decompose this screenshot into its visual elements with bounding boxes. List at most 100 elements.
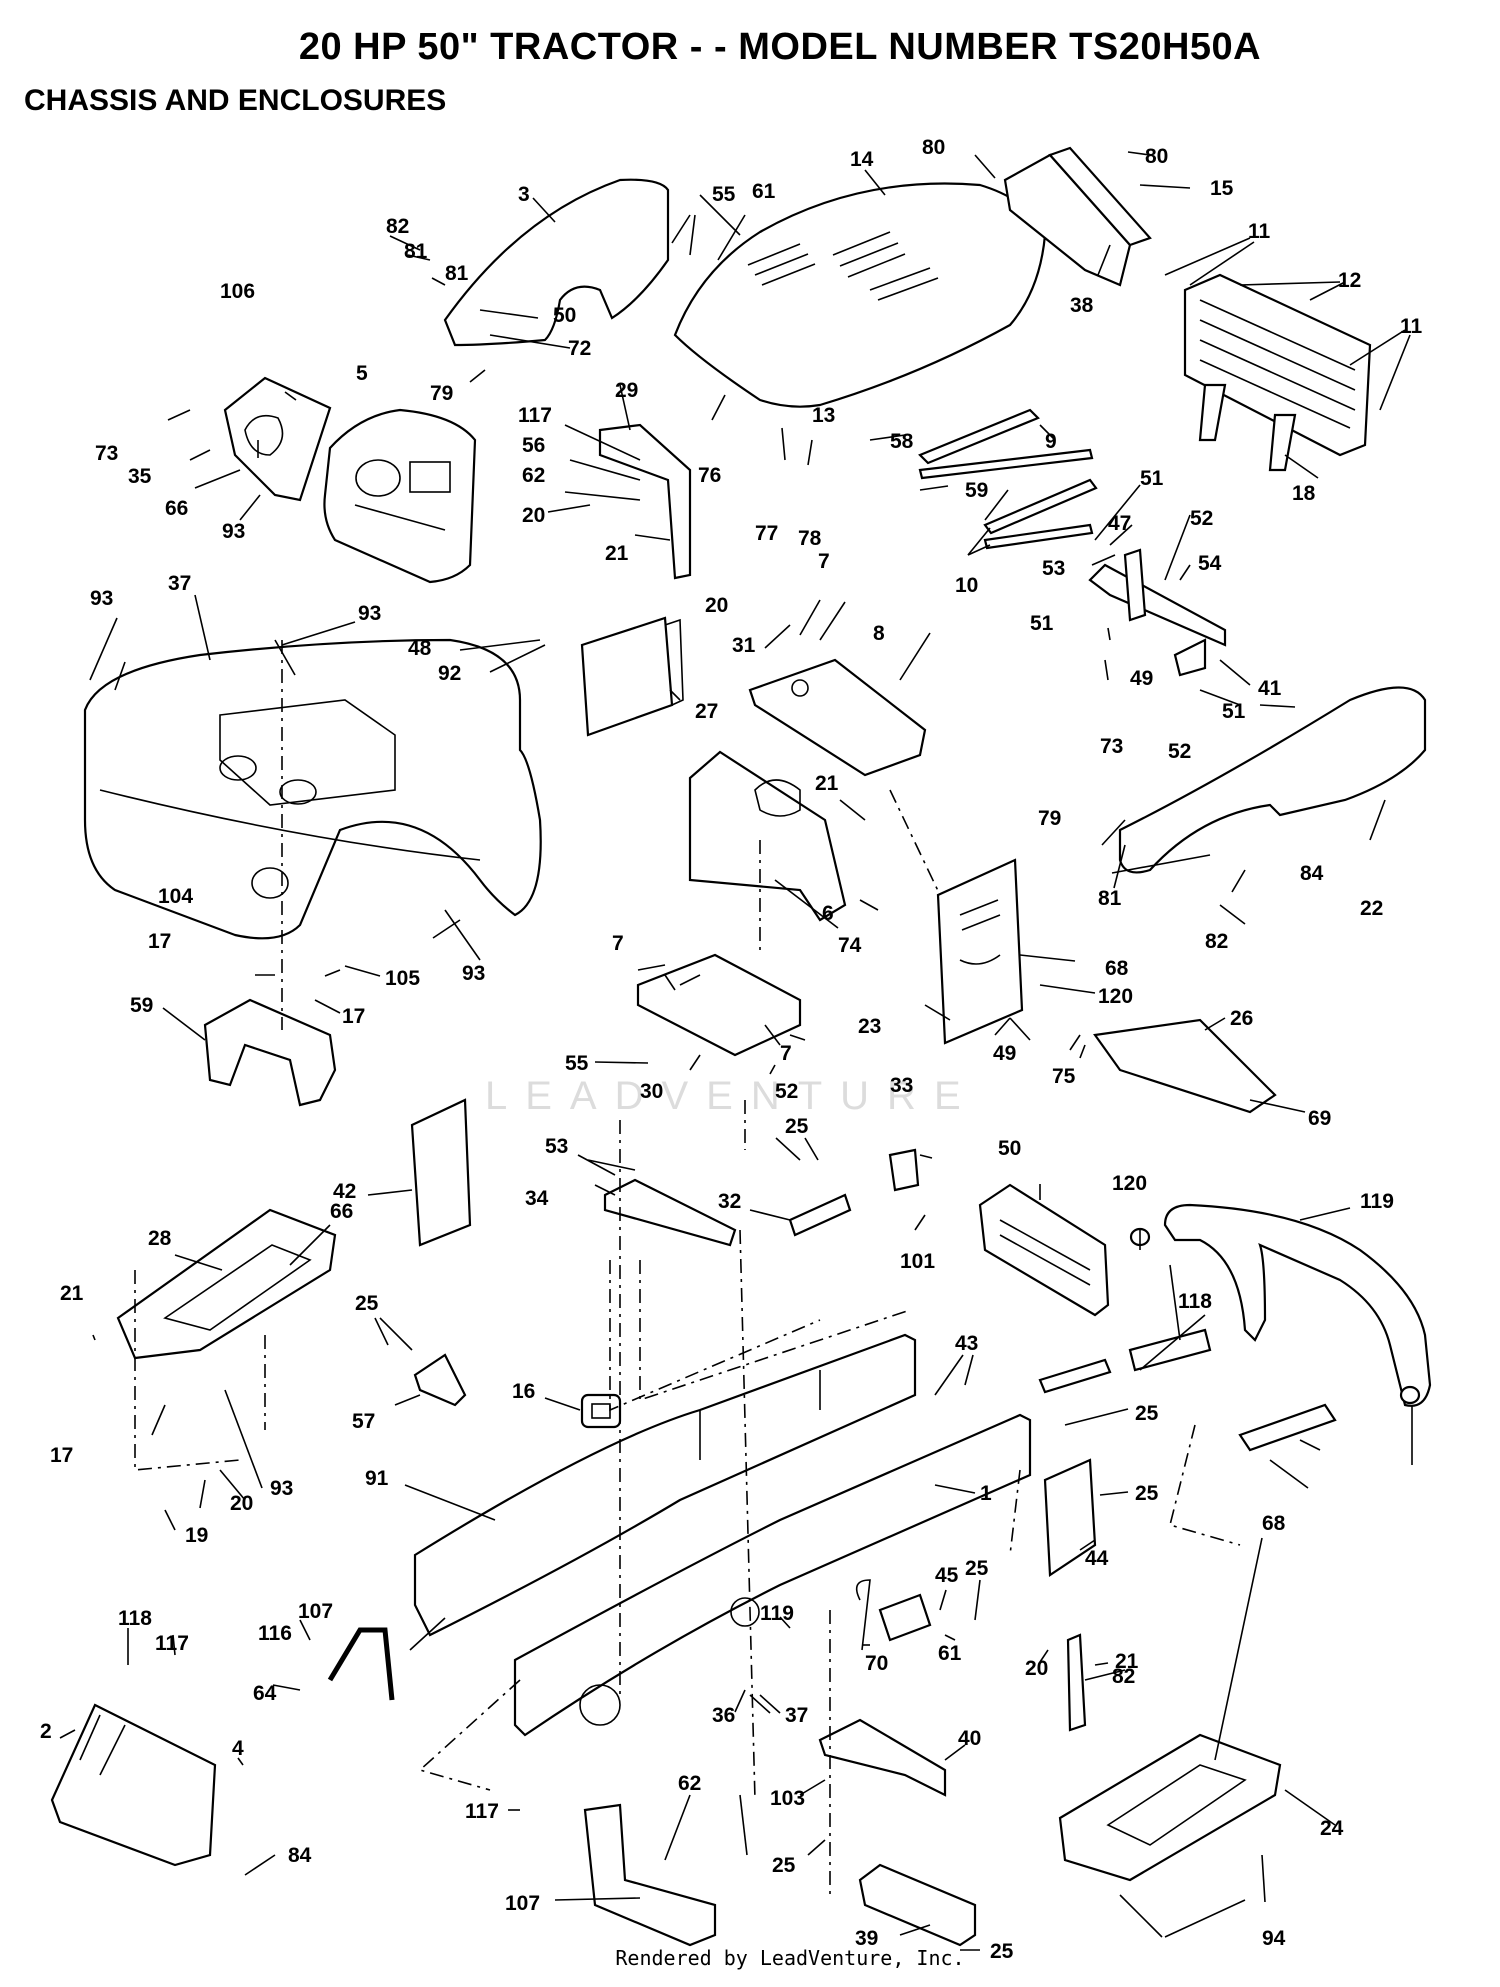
part-116-bumper-mount xyxy=(1038,1358,1112,1394)
part-118-bracket xyxy=(1238,1403,1337,1452)
callout-11-top: 11 xyxy=(1248,220,1271,243)
callout-100: 116 xyxy=(258,1622,292,1645)
callout-32: 32 xyxy=(718,1190,741,1213)
callout-53-left: 53 xyxy=(1042,557,1065,580)
callout-20-left: 20 xyxy=(230,1492,253,1515)
callout-24: 24 xyxy=(1320,1817,1344,1840)
callout-58: 59 xyxy=(130,994,153,1017)
callout-21-top: 21 xyxy=(605,542,629,565)
part-84-bracket xyxy=(1066,1633,1087,1732)
callout-79-top: 79 xyxy=(430,382,453,405)
callout-86: 84 xyxy=(288,1844,312,1867)
part-9-rod-2 xyxy=(918,448,1094,480)
part-16-grommet xyxy=(580,1393,622,1429)
callout-28: 28 xyxy=(148,1227,172,1250)
callout-12: 12 xyxy=(1338,269,1361,292)
callout-21-right: 21 xyxy=(1115,1650,1139,1673)
fender-seat-pocket xyxy=(219,699,396,806)
callout-53-right: 54 xyxy=(1198,552,1222,575)
console-details xyxy=(354,459,451,531)
callout-51-left: 51 xyxy=(1140,467,1164,490)
callout-64: 66 xyxy=(165,497,188,520)
callout-1: 1 xyxy=(980,1482,992,1505)
callout-55: 55 xyxy=(712,183,736,206)
callout-49-bottom: 51 xyxy=(1222,700,1246,723)
callout-9: 9 xyxy=(1045,430,1057,453)
callout-66-right: 68 xyxy=(1262,1512,1286,1535)
callout-50: 50 xyxy=(998,1137,1021,1160)
callout-90: 92 xyxy=(438,662,461,685)
callout-103: 117 xyxy=(518,404,552,427)
callout-115: 119 xyxy=(1360,1190,1394,1213)
part-44-plate xyxy=(1043,1458,1097,1577)
footer-credit: Rendered by LeadVenture, Inc. xyxy=(615,1946,965,1970)
part-69-plate xyxy=(1093,1018,1277,1114)
callout-19: 19 xyxy=(185,1524,208,1547)
callout-2: 2 xyxy=(40,1720,52,1743)
callout-82-right: 84 xyxy=(1300,862,1324,885)
callout-94-top: 101 xyxy=(900,1250,935,1273)
callout-106: 119 xyxy=(760,1602,794,1625)
callout-18: 18 xyxy=(1292,482,1316,505)
callout-71-right: 73 xyxy=(1100,735,1123,758)
part-30-plate xyxy=(636,953,802,1057)
part-91-frame-left xyxy=(413,1333,917,1637)
callout-92: 93 xyxy=(222,520,245,543)
callout-26: 26 xyxy=(1230,1007,1253,1030)
part-24-footrest xyxy=(1058,1733,1282,1882)
callout-52-upper: 53 xyxy=(545,1135,568,1158)
callout-60: 61 xyxy=(938,1642,962,1665)
part-14-hood xyxy=(673,182,1047,408)
callout-48: 49 xyxy=(1130,667,1153,690)
callout-25-upper: 25 xyxy=(785,1115,809,1138)
part-92-panel xyxy=(223,376,332,502)
part-50-bracket xyxy=(978,1183,1110,1317)
callout-57-mid: 59 xyxy=(965,479,988,502)
callout-25-bottom: 25 xyxy=(990,1940,1014,1963)
part-18-grille-bracket xyxy=(1198,383,1227,442)
callout-79-right: 79 xyxy=(1038,807,1061,830)
callout-25-left: 25 xyxy=(355,1292,379,1315)
section-title: CHASSIS AND ENCLOSURES xyxy=(24,84,447,117)
part-15-grille-screen xyxy=(1048,146,1152,247)
callout-6: 6 xyxy=(822,902,834,925)
callout-17-left: 17 xyxy=(50,1444,73,1467)
callout-23: 23 xyxy=(858,1015,881,1038)
callout-117-top: 120 xyxy=(1112,1172,1147,1195)
callout-116: 118 xyxy=(1178,1290,1212,1313)
callout-11-right: 11 xyxy=(1400,315,1423,338)
callout-17-mid: 17 xyxy=(342,1005,365,1028)
watermark-logo: LEADVENTURE xyxy=(485,1074,979,1118)
callout-17-top: 17 xyxy=(148,930,171,953)
callout-20-right: 20 xyxy=(1025,1657,1048,1680)
part-41-lower-bracket xyxy=(1173,638,1207,677)
callout-93-top-left: 93 xyxy=(90,587,113,610)
callout-49-mid: 51 xyxy=(1030,612,1054,635)
callout-55-mid: 56 xyxy=(522,434,545,457)
callout-5: 5 xyxy=(356,362,368,385)
callout-22: 22 xyxy=(1360,897,1383,920)
callout-93-left: 93 xyxy=(270,1477,293,1500)
callout-39: 39 xyxy=(855,1927,878,1950)
part-116-bumper-mount-2 xyxy=(1128,1328,1212,1372)
callout-labels: 3 55 61 14 80 80 15 11 12 11 18 38 106 8… xyxy=(40,136,1423,1963)
part-117-cap-2 xyxy=(1399,1385,1421,1405)
callout-25-right-mid: 25 xyxy=(1135,1402,1159,1425)
callout-71-top: 72 xyxy=(568,337,591,360)
callout-40: 40 xyxy=(958,1727,981,1750)
part-43-plate xyxy=(410,1098,472,1247)
callout-59-mid: 62 xyxy=(522,464,545,487)
callout-42: 43 xyxy=(955,1332,978,1355)
callout-4: 4 xyxy=(232,1737,244,1760)
callout-3: 3 xyxy=(518,183,530,206)
part-10-rod-2 xyxy=(983,523,1094,550)
leader-lines xyxy=(59,151,1413,1951)
part-37-fender xyxy=(83,638,542,940)
callout-38: 38 xyxy=(1070,294,1094,317)
part-1-frame-right xyxy=(513,1413,1032,1737)
callout-76: 78 xyxy=(798,527,822,550)
callout-10: 10 xyxy=(955,574,978,597)
callout-35-bottom: 36 xyxy=(712,1704,735,1727)
callout-84: 82 xyxy=(1112,1665,1135,1688)
callout-8: 8 xyxy=(873,622,885,645)
